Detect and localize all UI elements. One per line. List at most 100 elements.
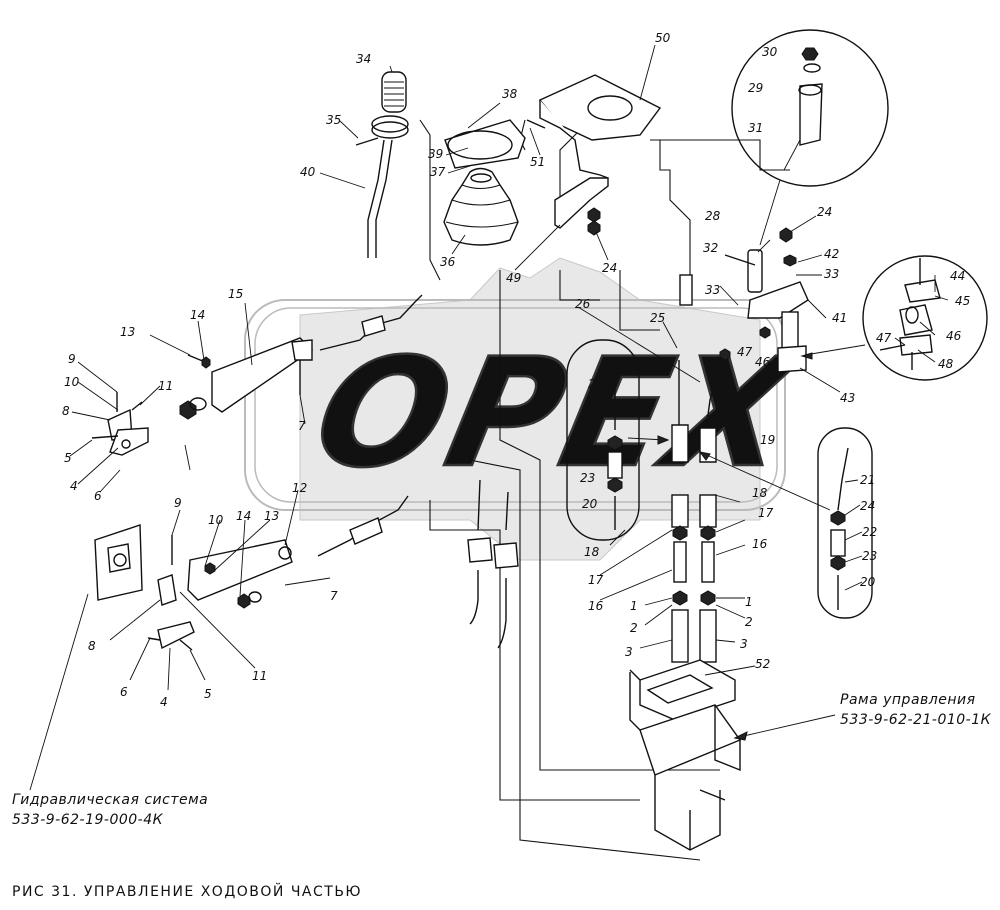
upper-control-lever — [91, 337, 314, 456]
callout-29: 29 — [748, 81, 763, 95]
callout-18b: 18 — [584, 545, 600, 559]
callout-45: 45 — [955, 294, 970, 308]
callout-14a: 14 — [190, 308, 205, 322]
callout-15: 15 — [228, 287, 243, 301]
callout-52: 52 — [755, 657, 770, 671]
callout-3a: 3 — [625, 645, 633, 659]
callout-50: 50 — [655, 31, 671, 45]
arrows — [627, 435, 831, 511]
callout-46a: 46 — [946, 329, 962, 343]
callout-23b: 23 — [862, 549, 877, 563]
callout-46b: 46 — [755, 355, 771, 369]
callout-22a: 22 — [582, 445, 597, 459]
callout-12: 12 — [292, 481, 307, 495]
callout-5b: 5 — [204, 687, 212, 701]
callout-47a: 47 — [876, 331, 892, 345]
callout-48: 48 — [938, 357, 954, 371]
callout-7b: 7 — [330, 589, 338, 603]
callout-31: 31 — [748, 121, 763, 135]
callout-21: 21 — [860, 473, 875, 487]
callout-39: 39 — [428, 147, 443, 161]
callout-labels: 34 35 40 38 39 37 36 50 51 49 24 30 29 3… — [62, 31, 970, 709]
callout-2b: 2 — [745, 615, 753, 629]
callout-42: 42 — [824, 247, 839, 261]
callout-18a: 18 — [752, 486, 768, 500]
detail-circle-29-31 — [731, 29, 889, 246]
callout-11a: 11 — [158, 379, 173, 393]
callout-49: 49 — [506, 271, 521, 285]
gear-lever — [355, 71, 409, 258]
callout-9b: 9 — [174, 496, 182, 510]
callout-5a: 5 — [64, 451, 72, 465]
callout-40: 40 — [300, 165, 316, 179]
rod-detail-outline — [566, 339, 873, 619]
callout-24b: 24 — [817, 205, 832, 219]
callout-4a: 4 — [70, 479, 78, 493]
callout-38: 38 — [502, 87, 518, 101]
rubber-boot — [443, 119, 526, 246]
callout-23a: 23 — [580, 471, 595, 485]
callout-10b: 10 — [208, 513, 224, 527]
control-frame — [29, 593, 836, 851]
callout-28: 28 — [705, 209, 721, 223]
callout-41: 41 — [832, 311, 847, 325]
callout-37: 37 — [430, 165, 446, 179]
watermark-text: OPEX — [302, 326, 814, 501]
callout-24c: 24 — [580, 415, 595, 429]
callout-26: 26 — [575, 297, 591, 311]
callout-1b: 1 — [745, 595, 753, 609]
callout-24d: 24 — [860, 499, 875, 513]
callout-8b: 8 — [88, 639, 96, 653]
callout-16a: 16 — [752, 537, 768, 551]
center-rods — [467, 479, 519, 649]
callout-30: 30 — [762, 45, 778, 59]
callout-17b: 17 — [588, 573, 604, 587]
callout-32: 32 — [703, 241, 718, 255]
callout-13a: 13 — [120, 325, 135, 339]
callout-24a: 24 — [602, 261, 617, 275]
callout-44: 44 — [950, 269, 965, 283]
callout-22b: 22 — [862, 525, 877, 539]
callout-33a: 33 — [824, 267, 839, 281]
callout-27: 27 — [588, 377, 604, 391]
callout-33b: 33 — [705, 283, 720, 297]
callout-51: 51 — [530, 155, 545, 169]
callout-1a: 1 — [630, 599, 638, 613]
callout-19: 19 — [760, 433, 775, 447]
hydraulic-note-title: Гидравлическая система — [12, 792, 208, 808]
control-cables — [317, 294, 423, 557]
callout-20b: 20 — [860, 575, 876, 589]
callout-36: 36 — [440, 255, 456, 269]
callout-16b: 16 — [588, 599, 604, 613]
figure-caption: РИС 31. УПРАВЛЕНИЕ ХОДОВОЙ ЧАСТЬЮ — [12, 882, 362, 900]
callout-2a: 2 — [630, 621, 638, 635]
lower-control-lever — [94, 524, 293, 651]
callout-10a: 10 — [64, 375, 80, 389]
pivot-assembly — [679, 227, 809, 373]
callout-6b: 6 — [120, 685, 128, 699]
callout-14b: 14 — [236, 509, 251, 523]
callout-34: 34 — [356, 52, 371, 66]
callout-8a: 8 — [62, 404, 70, 418]
callout-6a: 6 — [94, 489, 102, 503]
callout-25: 25 — [650, 311, 665, 325]
callout-11b: 11 — [252, 669, 267, 683]
callout-20a: 20 — [582, 497, 598, 511]
mount-bracket — [526, 74, 662, 236]
frame-note-code: 533-9-62-21-010-1К — [840, 712, 992, 728]
callout-leaders — [69, 44, 949, 691]
callout-13b: 13 — [264, 509, 279, 523]
frame-note-title: Рама управления — [840, 692, 976, 708]
hydraulic-note-code: 533-9-62-19-000-4К — [12, 812, 164, 828]
callout-43: 43 — [840, 391, 855, 405]
callout-4b: 4 — [160, 695, 168, 709]
callout-3b: 3 — [740, 637, 748, 651]
right-rods — [607, 360, 849, 663]
callout-17a: 17 — [758, 506, 774, 520]
callout-35: 35 — [326, 113, 341, 127]
annotations: Рама управления 533-9-62-21-010-1К Гидра… — [12, 692, 992, 900]
callout-7a: 7 — [298, 419, 306, 433]
watermark: OPEX — [244, 257, 815, 561]
callout-47b: 47 — [737, 345, 753, 359]
